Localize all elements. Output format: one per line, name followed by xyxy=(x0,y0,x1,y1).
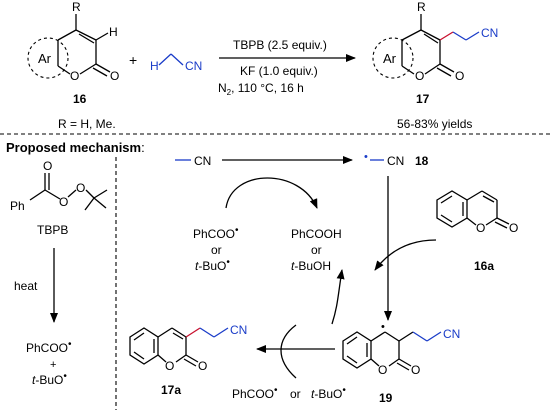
product-17a-structure xyxy=(129,327,229,367)
oxidation-curved-arrow xyxy=(280,324,297,379)
product-17a-carbonyl-o: O xyxy=(198,359,207,373)
coumarin-ring-o: O xyxy=(476,221,485,235)
product-r-label: R xyxy=(417,0,426,14)
reagent-h-label: H xyxy=(150,59,159,73)
radical-phcoo: PhCOO• xyxy=(26,339,72,355)
substrate-16-structure xyxy=(27,14,111,79)
hat-curved-arrow xyxy=(225,177,318,209)
tbpb-name: TBPB xyxy=(37,223,68,237)
tbpb-o-ester: O xyxy=(59,195,68,209)
label-18: 18 xyxy=(415,154,429,168)
r-substituent-note: R = H, Me. xyxy=(58,117,116,131)
product-label-17: 17 xyxy=(416,92,430,106)
substrate-h-label: H xyxy=(109,25,118,39)
product-ring-o: O xyxy=(415,69,424,83)
intermediate-cn: CN xyxy=(443,327,460,341)
radical-18-dot: • xyxy=(364,151,368,163)
substrate-r-label: R xyxy=(72,0,81,14)
condition-kf: KF (1.0 equiv.) xyxy=(240,64,318,78)
product-carbonyl-o: O xyxy=(455,69,464,83)
substrate-label-16: 16 xyxy=(73,92,87,106)
cycle-radical-tbuo: t-BuO• xyxy=(195,257,230,273)
condition-temp: N2, 110 °C, 16 h xyxy=(218,81,304,97)
radical-plus: + xyxy=(50,359,56,371)
cycle-or-right: or xyxy=(311,243,322,257)
regeneration-curved-arrow xyxy=(331,269,345,325)
tbpb-ph-label: Ph xyxy=(10,199,25,213)
tbpb-o-peroxy: O xyxy=(76,181,85,195)
product-17a-ring-o: O xyxy=(165,359,174,373)
product-cn-label: CN xyxy=(481,26,498,40)
radical-18-cn: CN xyxy=(387,154,404,168)
coumarin-16a-structure xyxy=(436,190,510,229)
substrate-carbonyl-o: O xyxy=(110,69,119,83)
label-17a: 17a xyxy=(161,383,181,397)
product-17-structure xyxy=(372,14,480,79)
bottom-radical-tbuo: t-BuO• xyxy=(311,385,346,401)
tbpb-o-carbonyl: O xyxy=(43,159,52,173)
product-17a-cn: CN xyxy=(230,323,247,337)
label-19: 19 xyxy=(379,391,393,405)
acn-cn-label: CN xyxy=(194,154,211,168)
coumarin-carbonyl-o: O xyxy=(509,221,518,235)
label-16a: 16a xyxy=(474,259,494,273)
cycle-or-left: or xyxy=(211,243,222,257)
mechanism-heading: Proposed mechanism: xyxy=(6,140,145,155)
intermediate-ring-o: O xyxy=(378,363,387,377)
bottom-or: or xyxy=(290,387,301,401)
intermediate-19-structure xyxy=(342,331,442,371)
yield-note: 56-83% yields xyxy=(397,117,472,131)
product-ar-label: Ar xyxy=(383,51,397,66)
coumarin-curved-arrow xyxy=(374,239,437,271)
reagent-cn-label: CN xyxy=(185,59,202,73)
plus-sign: + xyxy=(129,52,137,68)
tbpb-structure xyxy=(29,173,108,211)
cycle-radical-phcoo: PhCOO• xyxy=(193,225,239,241)
substrate-ring-o: O xyxy=(70,69,79,83)
cycle-phcooh: PhCOOH xyxy=(291,227,342,241)
radical-tbuo: t-BuO• xyxy=(32,371,67,387)
substrate-ar-label: Ar xyxy=(38,51,52,66)
intermediate-radical-dot: • xyxy=(381,321,385,333)
cycle-tbuoh: t-BuOH xyxy=(291,259,331,273)
bottom-radical-phcoo: PhCOO• xyxy=(232,385,278,401)
intermediate-carbonyl-o: O xyxy=(411,363,420,377)
heat-label: heat xyxy=(14,279,38,293)
condition-tbpb: TBPB (2.5 equiv.) xyxy=(233,38,327,52)
